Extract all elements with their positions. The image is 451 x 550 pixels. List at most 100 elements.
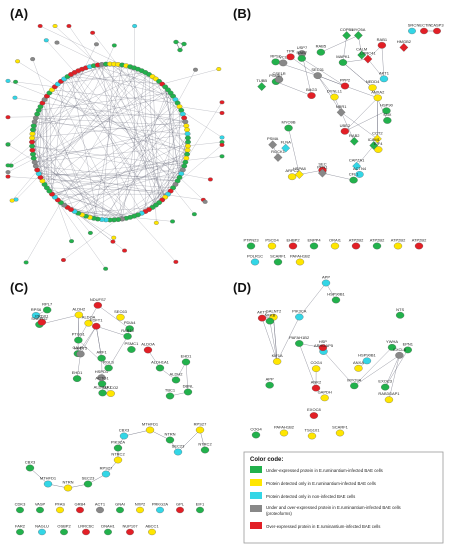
protein-node xyxy=(54,40,60,45)
edge xyxy=(101,64,115,220)
protein-node xyxy=(61,258,66,262)
node-label: LRRC6C xyxy=(78,524,94,529)
node-label: PGLS xyxy=(103,360,114,365)
node-label: NTRN xyxy=(164,432,175,437)
legend-box xyxy=(243,451,444,544)
node-label: FLNA xyxy=(281,140,292,145)
node-label: HSP90B1 xyxy=(327,292,345,297)
protein-node xyxy=(97,354,106,362)
edge xyxy=(78,207,153,214)
edge xyxy=(108,336,128,369)
protein-node xyxy=(372,242,382,250)
node-label: SCARF1 xyxy=(270,254,287,259)
protein-node xyxy=(281,143,291,153)
edge xyxy=(67,76,163,85)
protein-node xyxy=(295,313,304,321)
node-label: RPS6 xyxy=(31,307,42,312)
edge xyxy=(372,87,388,121)
protein-node xyxy=(116,313,125,321)
edge xyxy=(60,141,189,203)
edge xyxy=(54,113,183,198)
node-label: VASP xyxy=(35,502,46,507)
protein-node xyxy=(257,314,267,322)
edge xyxy=(57,72,146,85)
node-label: LRRC41 xyxy=(360,51,376,56)
node-label: SCARF1 xyxy=(332,425,349,430)
node-label: PDIA4 xyxy=(124,320,136,325)
edge xyxy=(74,72,174,97)
edge xyxy=(78,117,185,214)
edge xyxy=(381,45,385,79)
node-label: ALDH2 xyxy=(170,372,184,377)
protein-node xyxy=(393,242,403,250)
legend-text: Protein detected only in non-infected BA… xyxy=(266,494,355,499)
node-label: ANK2 xyxy=(311,380,322,385)
protein-node xyxy=(30,123,37,129)
edge xyxy=(148,74,157,223)
node-label: NBR1 xyxy=(336,104,347,109)
protein-node xyxy=(287,173,297,181)
node-label: ATP2B2 xyxy=(412,238,427,243)
edge xyxy=(44,162,186,185)
protein-node xyxy=(97,374,106,382)
protein-node xyxy=(294,170,304,179)
node-label: ARF1 xyxy=(96,350,107,355)
node-label: ARHGAP5 xyxy=(314,343,334,348)
protein-node xyxy=(43,480,53,488)
edge xyxy=(130,180,178,218)
node-label: RAB7 xyxy=(297,50,308,55)
protein-node xyxy=(318,344,328,352)
protein-node xyxy=(309,412,319,419)
protein-node xyxy=(143,346,153,354)
edge xyxy=(199,429,206,451)
node-label: PRKG2A xyxy=(152,502,169,507)
node-label: EXOC8 xyxy=(307,407,321,412)
edge xyxy=(322,172,354,181)
node-label: PPP2 xyxy=(340,78,351,83)
protein-node xyxy=(82,528,90,536)
node-label: APP xyxy=(322,275,330,280)
node-label: PSMB7 xyxy=(269,73,283,78)
edge xyxy=(15,81,55,88)
protein-node xyxy=(295,340,304,347)
edge xyxy=(32,150,111,221)
protein-node xyxy=(286,53,295,61)
protein-node xyxy=(173,259,179,264)
edge xyxy=(148,158,187,210)
protein-node xyxy=(37,318,47,326)
protein-node xyxy=(113,444,123,452)
protein-node xyxy=(113,456,123,464)
node-label: CAPZA1 xyxy=(349,158,365,163)
protein-node xyxy=(433,27,441,35)
protein-node xyxy=(36,506,44,514)
node-label: CBX3 xyxy=(119,428,130,433)
edge xyxy=(40,177,204,200)
node-label: ALDH2 xyxy=(72,306,86,311)
protein-node xyxy=(295,258,305,266)
edge xyxy=(54,102,178,198)
node-label: RAB1 xyxy=(377,37,388,42)
edge xyxy=(367,58,385,79)
edge xyxy=(44,67,135,185)
node-label: TBC1 xyxy=(165,388,176,393)
protein-node xyxy=(309,242,319,250)
protein-node xyxy=(116,506,124,514)
node-label: NFKB xyxy=(265,313,276,318)
protein-node xyxy=(31,312,41,319)
protein-node xyxy=(69,239,74,244)
protein-node xyxy=(369,141,379,150)
protein-node xyxy=(32,163,39,169)
protein-node xyxy=(399,43,409,52)
node-label: PIK3CA xyxy=(292,309,307,314)
protein-node xyxy=(383,117,392,124)
node-label: NDUFS7 xyxy=(90,297,107,302)
protein-node xyxy=(363,54,373,64)
protein-node xyxy=(420,27,428,35)
protein-node xyxy=(414,242,424,250)
protein-node xyxy=(357,50,367,60)
protein-node xyxy=(313,72,322,79)
protein-node xyxy=(30,127,36,133)
node-label: COPB1 xyxy=(340,27,354,32)
node-label: MT-CO2 xyxy=(103,385,119,390)
